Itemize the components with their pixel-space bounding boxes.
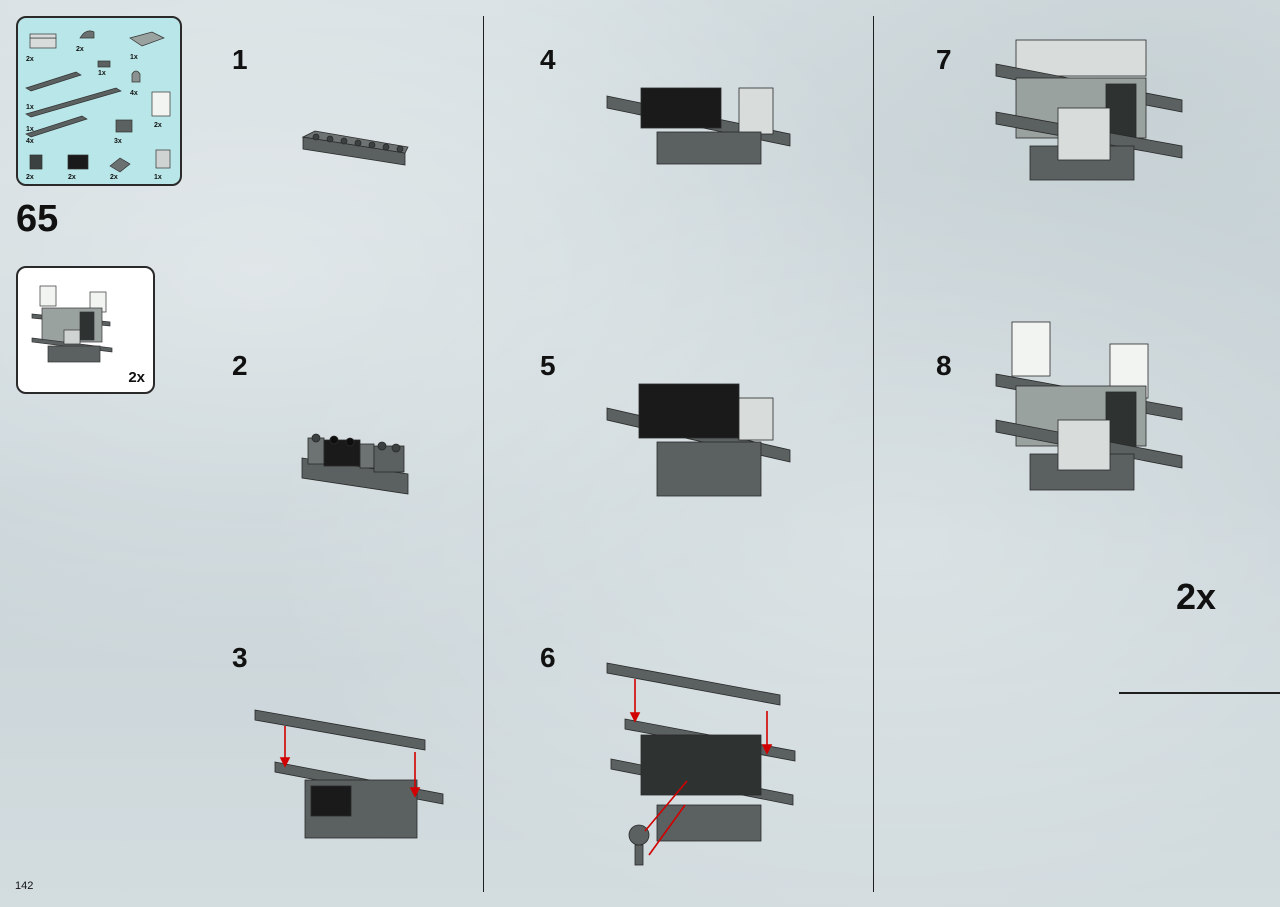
part-qty: 4x [130, 90, 138, 97]
step-number: 5 [540, 350, 556, 381]
part-qty: 1x [26, 126, 34, 133]
step-6-illustration [606, 662, 796, 866]
part-qty: 2x [68, 174, 76, 181]
part-qty: 2x [110, 174, 118, 181]
step-3-illustration [254, 709, 444, 839]
section-rule [1119, 692, 1280, 694]
step-4-illustration [606, 87, 791, 165]
parts-list-illustration [25, 30, 171, 173]
step-5-illustration [606, 383, 791, 497]
step-2-illustration [301, 433, 409, 495]
part-qty: 1x [154, 174, 162, 181]
part-qty: 2x [154, 122, 162, 129]
part-qty: 2x [76, 46, 84, 53]
column-divider-left [483, 16, 484, 892]
part-qty: 2x [26, 56, 34, 63]
step-number: 6 [540, 642, 556, 673]
part-qty: 3x [114, 138, 122, 145]
page-number: 142 [15, 880, 34, 892]
part-qty: 4x [26, 138, 34, 145]
part-qty: 2x [26, 174, 34, 181]
step-8-illustration [995, 321, 1183, 491]
submodel-callout: 2x [16, 266, 155, 394]
step-number: 7 [936, 44, 952, 75]
part-qty: 1x [26, 104, 34, 111]
final-multiplier: 2x [1176, 576, 1217, 617]
step-number: 3 [232, 642, 248, 673]
submodel-number: 65 [16, 198, 59, 240]
parts-list-box: 2x 2x 1x 1x 1x 4x 1x 2x 4x 3x 2x 2x 2x 1… [16, 16, 182, 186]
part-qty: 1x [130, 54, 138, 61]
column-divider-right [873, 16, 874, 892]
step-7-illustration [995, 39, 1183, 181]
step-1-illustration [301, 130, 409, 166]
submodel-preview-illustration [31, 285, 113, 363]
step-number: 8 [936, 350, 952, 381]
part-qty: 1x [98, 70, 106, 77]
step-number: 4 [540, 44, 556, 75]
step-number: 1 [232, 44, 248, 75]
callout-multiplier: 2x [128, 369, 145, 386]
step-number: 2 [232, 350, 248, 381]
